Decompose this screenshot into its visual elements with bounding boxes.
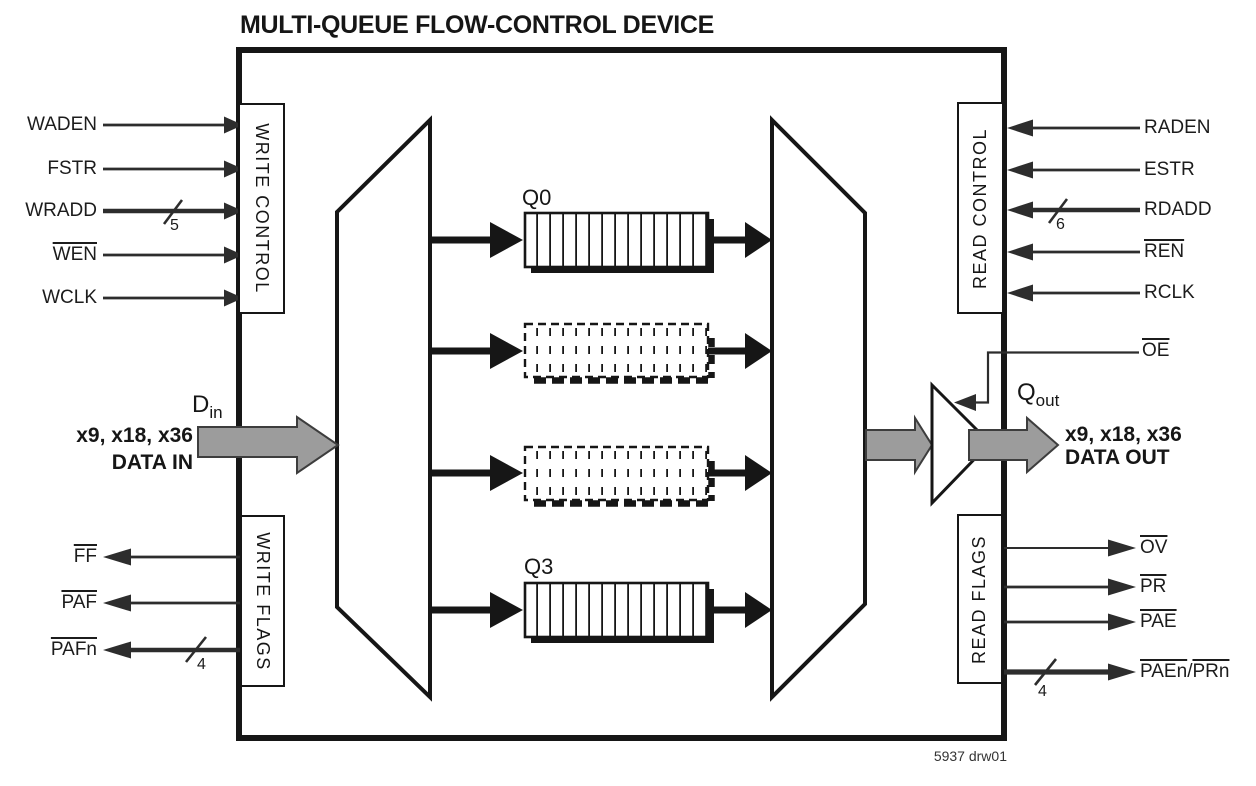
queue-q3-label: Q3 — [524, 554, 554, 579]
mux-shape — [770, 115, 867, 702]
read-input-arrows — [1007, 119, 1140, 302]
device-outline — [236, 47, 1007, 741]
qout-label: Qout — [1017, 379, 1060, 410]
data-out-caption: DATA OUT — [1065, 446, 1170, 469]
data-in-arrow — [197, 415, 340, 475]
write-control-box-label: WRITE CONTROL — [252, 123, 272, 294]
queue-block-q3 — [523, 581, 714, 643]
write-flags-box-label: WRITE FLAGS — [253, 531, 274, 671]
data-in-caption: DATA IN — [111, 451, 193, 474]
signal-label-oe: OE — [1142, 340, 1170, 361]
read-flags-box: READ FLAGS — [957, 514, 1003, 684]
bus-width-wradd: 5 — [170, 217, 179, 234]
signal-label-raden: RADEN — [1144, 117, 1211, 138]
signal-label-rclk: RCLK — [1144, 282, 1195, 303]
bus-slash-wradd — [162, 199, 184, 225]
signal-label-estr: ESTR — [1144, 159, 1195, 180]
bus-slash-paen-prn — [1033, 658, 1058, 686]
signal-label-pr: PR — [1140, 576, 1167, 597]
read-control-box: READ CONTROL — [957, 102, 1004, 314]
signal-label-fstr: FSTR — [47, 158, 97, 179]
signal-label-waden: WADEN — [26, 114, 97, 135]
signal-label-rdadd: RDADD — [1144, 199, 1212, 220]
signal-label-pafn: PAFn — [50, 639, 97, 660]
write-input-arrows — [103, 116, 243, 307]
queue-output-arrows — [708, 222, 772, 628]
signal-label-ren: REN — [1144, 241, 1185, 262]
data-out-arrow — [968, 415, 1060, 475]
write-control-box: WRITE CONTROL — [238, 103, 285, 314]
signal-label-ff: FF — [73, 546, 97, 567]
signal-label-paen-prn: PAEn/PRn — [1140, 661, 1230, 682]
read-flag-arrows — [1004, 539, 1136, 686]
signal-label-paf: PAF — [61, 592, 97, 613]
oe-arrowhead — [954, 394, 976, 411]
demux-shape — [335, 115, 432, 702]
queue-block-q0 — [523, 211, 714, 273]
signal-label-pae: PAE — [1140, 611, 1177, 632]
signal-label-ov: OV — [1140, 537, 1168, 558]
read-flags-box-label: READ FLAGS — [969, 534, 990, 664]
bus-width-pafn: 4 — [197, 656, 206, 673]
queue-block-row3-dashed — [523, 445, 715, 507]
bus-width-paen-prn: 4 — [1038, 683, 1047, 700]
output-buffer-triangle — [930, 381, 993, 507]
bus-width-rdadd: 6 — [1056, 216, 1065, 233]
bus-slash-pafn — [184, 636, 208, 663]
signal-label-wclk: WCLK — [42, 287, 97, 308]
signal-label-wen: WEN — [52, 244, 97, 265]
queue-block-row2-dashed — [523, 322, 715, 384]
diagram-title: MULTI-QUEUE FLOW-CONTROL DEVICE — [240, 11, 714, 39]
queue-q0-label: Q0 — [522, 185, 552, 210]
signal-label-wradd: WRADD — [25, 200, 97, 221]
data-out-widths: x9, x18, x36 — [1065, 423, 1182, 446]
queue-input-arrows — [430, 222, 523, 628]
write-flags-box: WRITE FLAGS — [240, 515, 285, 687]
bus-slash-rdadd — [1047, 198, 1069, 224]
read-control-box-label: READ CONTROL — [970, 127, 991, 289]
data-in-widths: x9, x18, x36 — [76, 424, 193, 447]
write-flag-arrows — [103, 548, 241, 663]
oe-line — [954, 351, 1139, 411]
din-label: Din — [192, 391, 223, 422]
figure-code: 5937 drw01 — [933, 748, 1007, 764]
mux-to-buffer-arrow — [865, 414, 934, 476]
